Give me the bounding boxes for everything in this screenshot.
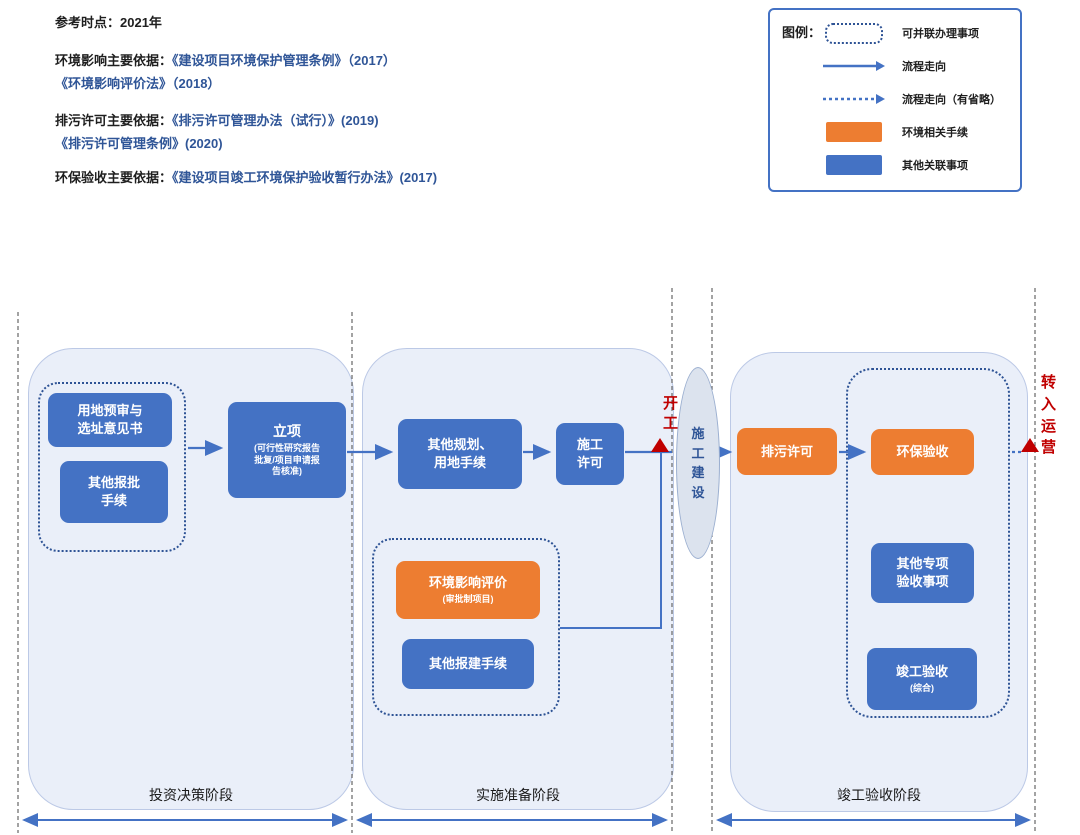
legend-item-env: 环境相关手续 <box>822 121 1001 143</box>
blue-box-icon <box>826 155 882 175</box>
node-other-special-acceptance: 其他专项 验收事项 <box>871 543 974 603</box>
permit-basis-line: 排污许可主要依据：《排污许可管理办法（试行）》(2019) <box>55 110 379 129</box>
operation-milestone-marker <box>1021 438 1039 452</box>
dotted-arrow-icon <box>823 94 885 104</box>
legend-item-label: 可并联办理事项 <box>902 28 979 40</box>
eia-basis-law1: 《建设项目环境保护管理条例》（2017） <box>172 53 396 68</box>
legend-title: 图例： <box>782 25 822 40</box>
eia-basis-line: 环境影响主要依据：《建设项目环境保护管理条例》（2017） <box>55 50 396 69</box>
phase-label-investment: 投资决策阶段 <box>149 787 233 803</box>
to-operation-label: 转 入 运 营 <box>1041 374 1057 457</box>
node-title: 环境影响评价 <box>428 575 507 591</box>
legend-item-flow-omitted: 流程走向（有省略） <box>822 88 1001 110</box>
node-eia: 环境影响评价 (审批制项目) <box>396 561 540 619</box>
node-subtitle: (综合) <box>910 682 934 693</box>
acceptance-basis-law1: 《建设项目竣工环境保护验收暂行办法》(2017) <box>172 170 438 185</box>
dotted-box-icon <box>825 22 883 44</box>
node-env-acceptance: 环保验收 <box>871 429 974 475</box>
node-project-initiation: 立项 (可行性研究报告 批复/项目申请报 告核准) <box>228 402 346 498</box>
node-construction-permit: 施工 许可 <box>556 423 624 485</box>
node-other-filing-procedures: 其他报建手续 <box>402 639 534 689</box>
eia-basis-label: 环境影响主要依据： <box>55 53 173 68</box>
start-construction-label: 开 工 <box>663 395 679 432</box>
reference-date: 参考时点：2021年 <box>55 15 162 30</box>
legend-item-flow: 流程走向 <box>822 55 1001 77</box>
legend-item-label: 其他关联事项 <box>902 160 968 172</box>
legend-box: 图例： 可并联办理事项 流程走向 <box>768 8 1022 192</box>
parallel-group-acceptance <box>846 368 1010 718</box>
acceptance-basis-label: 环保验收主要依据： <box>55 170 173 185</box>
eia-basis-law2: 《环境影响评价法》（2018） <box>55 76 221 91</box>
node-completion-acceptance: 竣工验收 (综合) <box>867 648 977 710</box>
legend-item-other: 其他关联事项 <box>822 154 1001 176</box>
permit-basis-law1: 《排污许可管理办法（试行）》(2019) <box>172 113 379 128</box>
parallel-group-investment <box>38 382 186 552</box>
node-discharge-permit: 排污许可 <box>737 428 837 475</box>
acceptance-basis-line: 环保验收主要依据：《建设项目竣工环境保护验收暂行办法》(2017) <box>55 167 437 186</box>
node-title: 竣工验收 <box>895 664 948 680</box>
start-milestone-marker <box>651 438 669 452</box>
node-planning-land-procedures: 其他规划、 用地手续 <box>398 419 522 489</box>
phase-label-completion: 竣工验收阶段 <box>837 787 921 803</box>
phase-label-implementation: 实施准备阶段 <box>476 787 560 803</box>
permit-basis-law2: 《排污许可管理条例》(2020) <box>55 136 223 151</box>
node-subtitle: (可行性研究报告 批复/项目申请报 告核准) <box>254 442 320 477</box>
node-construction-phase: 施 工 建 设 <box>676 367 720 559</box>
parallel-group-eia <box>372 538 560 716</box>
legend-items: 可并联办理事项 流程走向 流程走向（有省略） <box>822 22 1001 176</box>
permit-basis-label: 排污许可主要依据： <box>55 113 173 128</box>
orange-box-icon <box>826 122 882 142</box>
node-land-preapproval: 用地预审与 选址意见书 <box>48 393 172 447</box>
legend-item-label: 流程走向 <box>902 61 946 73</box>
node-subtitle: (审批制项目) <box>442 593 494 604</box>
node-title: 立项 <box>273 423 301 440</box>
legend-item-label: 环境相关手续 <box>902 127 968 139</box>
solid-arrow-icon <box>823 61 885 71</box>
node-other-approvals: 其他报批 手续 <box>60 461 168 523</box>
legend-item-parallel: 可并联办理事项 <box>822 22 1001 44</box>
legend-item-label: 流程走向（有省略） <box>902 94 1001 106</box>
